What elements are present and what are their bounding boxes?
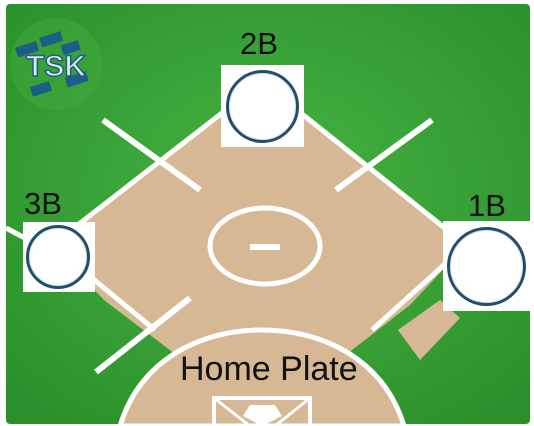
pitchers-rubber xyxy=(250,244,280,250)
svg-text:TSK: TSK xyxy=(26,50,86,83)
third-base-drop-circle[interactable] xyxy=(26,225,90,289)
second-base-label: 2B xyxy=(240,28,278,59)
tsk-logo: TSK xyxy=(8,16,104,112)
second-base-drop-circle[interactable] xyxy=(226,70,299,143)
second-base-slot[interactable] xyxy=(221,65,304,147)
first-base-drop-circle[interactable] xyxy=(447,227,526,306)
first-base-slot[interactable] xyxy=(443,221,531,311)
third-base-slot[interactable] xyxy=(23,222,95,292)
home-plate-label: Home Plate xyxy=(180,352,358,386)
third-base-label: 3B xyxy=(24,188,62,219)
first-base-label: 1B xyxy=(468,190,506,221)
